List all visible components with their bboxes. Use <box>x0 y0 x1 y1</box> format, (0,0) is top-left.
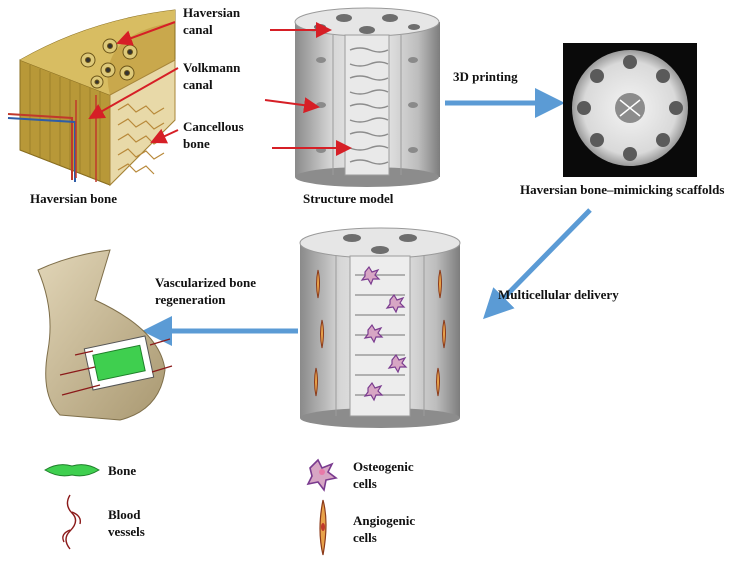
volkmann-canal-label-line2: canal <box>183 77 213 92</box>
multicellular-label: Multicellular delivery <box>498 287 619 302</box>
legend-angiogenic-icon <box>319 499 327 556</box>
haversian-canal-label-line2: canal <box>183 22 213 37</box>
vascularized-label-line1: Vascularized bone <box>155 275 256 290</box>
legend-angiogenic-line1: Angiogenic <box>353 513 416 528</box>
haversian-canal-label-line1: Haversian <box>183 5 241 20</box>
legend-angiogenic-label: Angiogenic cells <box>353 512 415 546</box>
delivery-arrow <box>482 208 592 320</box>
legend-osteogenic-label: Osteogenic cells <box>353 458 414 492</box>
vascularized-label-line2: regeneration <box>155 292 226 307</box>
haversian-bone-illustration <box>7 9 176 187</box>
cancellous-bone-label: Cancellous bone <box>183 118 244 152</box>
legend-bone-label: Bone <box>108 463 137 478</box>
scaffold-photo <box>563 43 697 177</box>
legend-blood-vessel-icon <box>62 494 82 550</box>
legend-osteogenic-line2: cells <box>353 476 377 491</box>
printing-label: 3D printing <box>453 69 518 84</box>
structure-model-cylinder <box>294 7 440 187</box>
cancellous-bone-pointer <box>150 128 179 144</box>
blue-process-arrows <box>142 88 592 346</box>
red-pointer-arrows <box>88 21 352 156</box>
haversian-canal-pointer <box>116 21 176 46</box>
cancellous-bone-label-line2: bone <box>183 136 210 151</box>
model-volkmann-pointer <box>264 97 320 114</box>
haversian-canal-label: Haversian canal <box>183 4 240 38</box>
legend-angiogenic-line2: cells <box>353 530 377 545</box>
legend-osteogenic-icon <box>306 458 338 492</box>
volkmann-canal-label-line1: Volkmann <box>183 60 241 75</box>
volkmann-canal-label: Volkmann canal <box>183 59 240 93</box>
structure-model-caption: Structure model <box>303 191 394 206</box>
scaffolds-caption: Haversian bone–mimicking scaffolds <box>520 182 725 197</box>
legend-osteogenic-line1: Osteogenic <box>353 459 414 474</box>
legend-bone-icon <box>44 464 100 477</box>
legend-blood-vessels-line1: Blood <box>108 507 141 522</box>
legend-blood-vessels-label: Blood vessels <box>108 506 145 540</box>
cancellous-bone-label-line1: Cancellous <box>183 119 244 134</box>
volkmann-canal-pointer <box>88 67 179 119</box>
vascularized-label: Vascularized bone regeneration <box>155 274 256 308</box>
legend-blood-vessels-line2: vessels <box>108 524 145 539</box>
femur-regeneration-illustration <box>37 249 173 421</box>
haversian-bone-caption: Haversian bone <box>30 191 118 206</box>
cellularized-scaffold <box>299 227 461 428</box>
